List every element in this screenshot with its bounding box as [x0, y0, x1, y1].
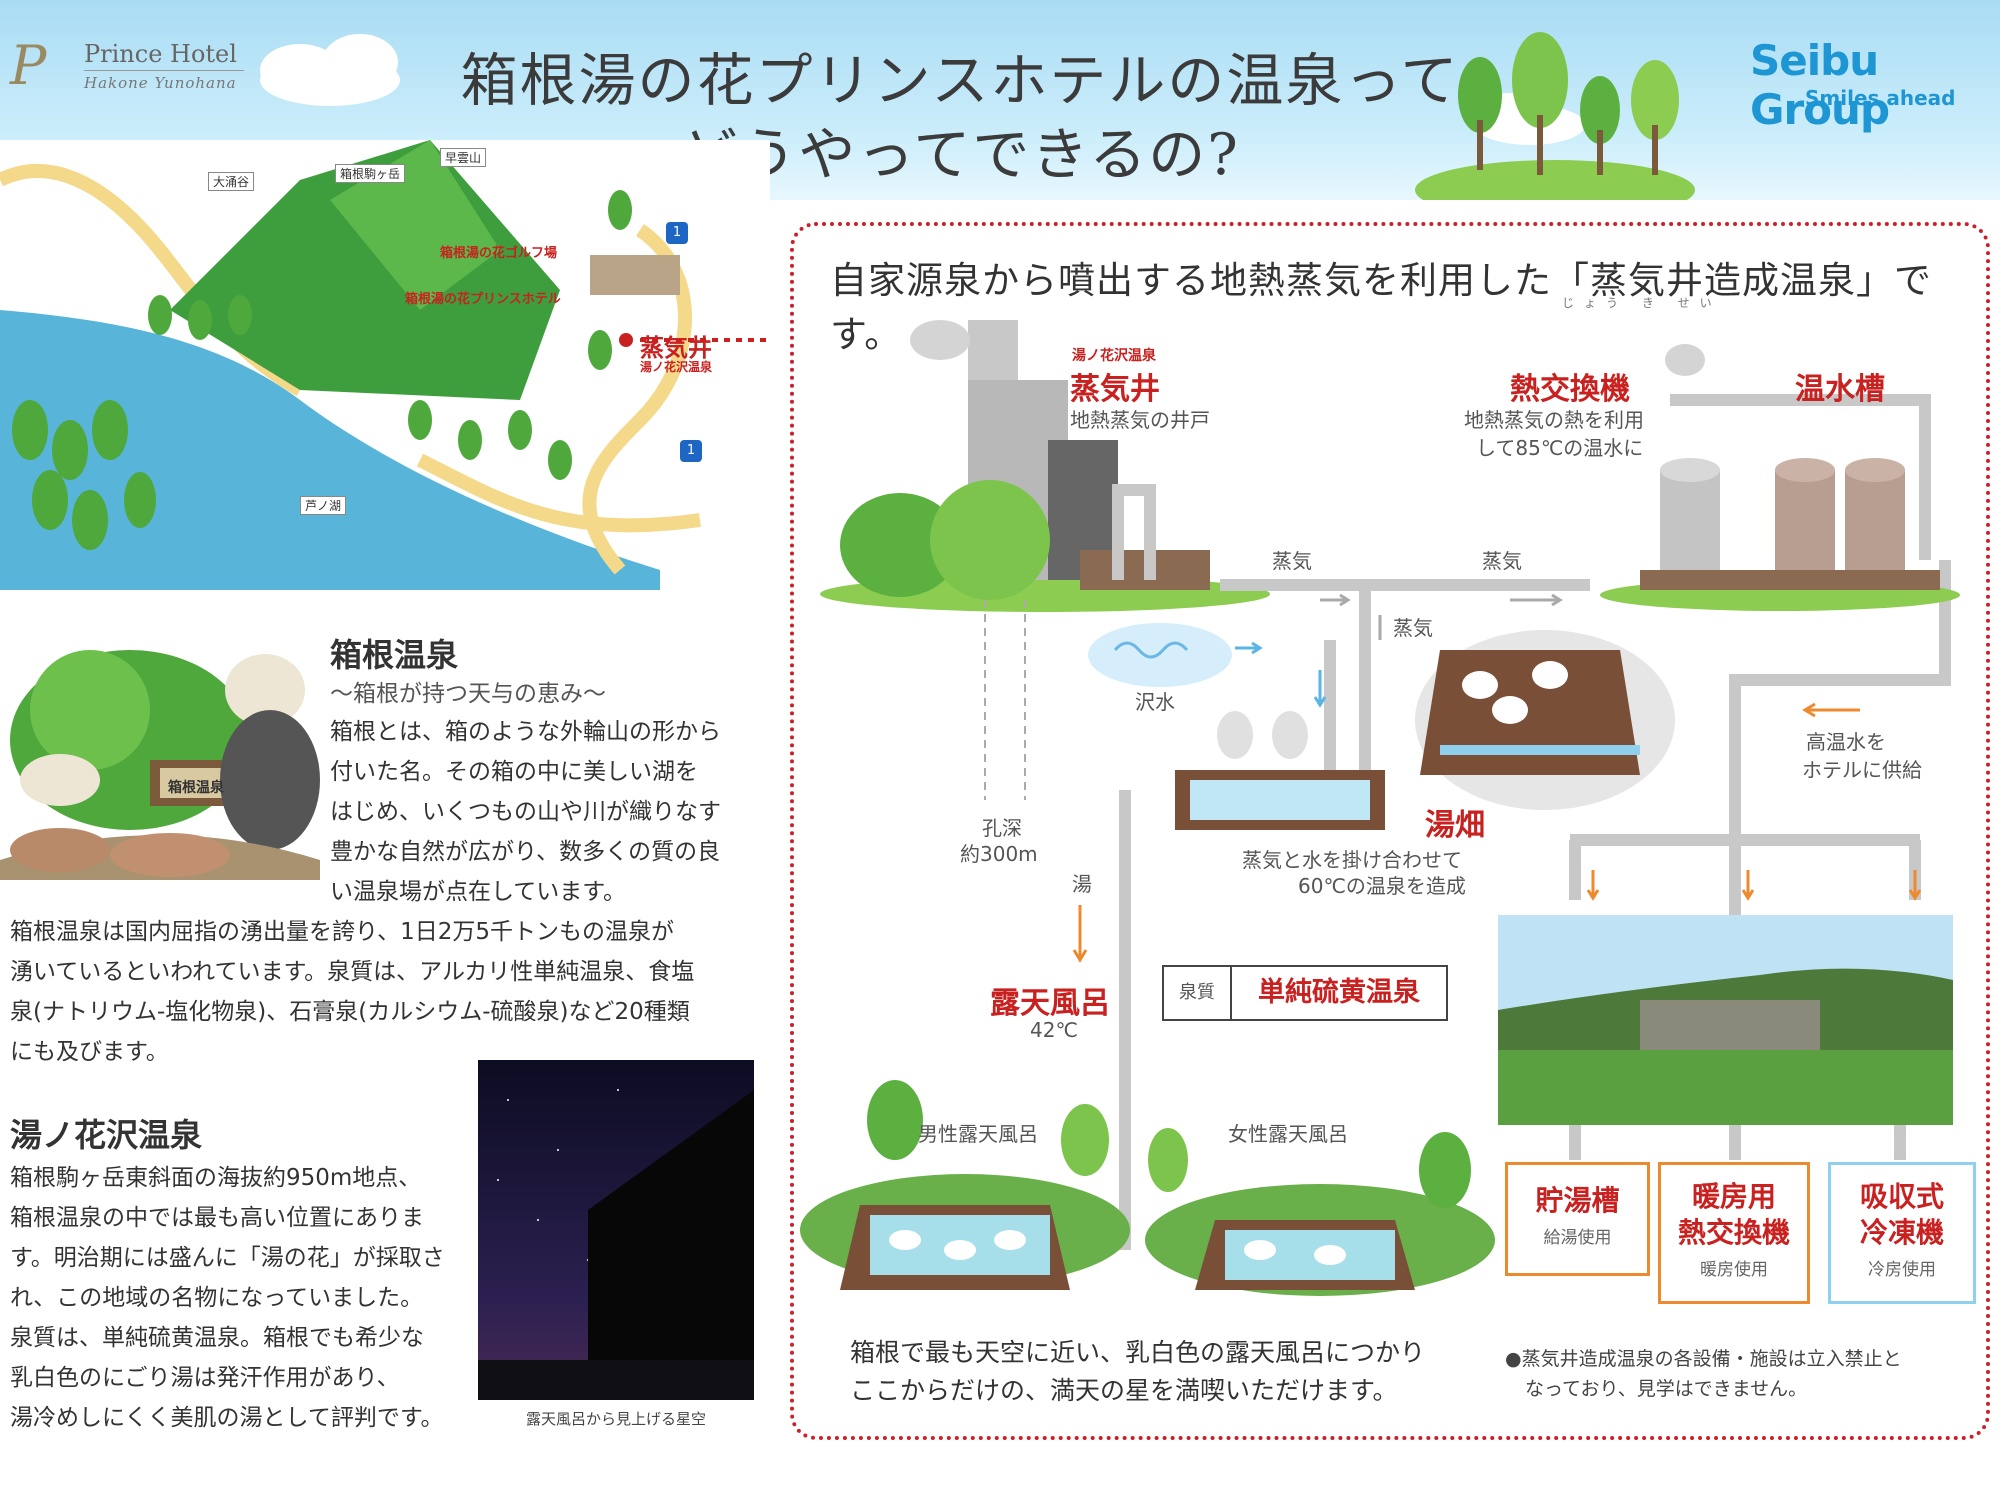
men-bath-label: 男性露天風呂 — [918, 1122, 1038, 1146]
seibu-tagline: Smiles ahead — [1805, 86, 1956, 110]
steam-label-c: 蒸気 — [1393, 616, 1433, 640]
yubatake-desc-2: 60℃の温泉を造成 — [1298, 874, 1466, 898]
access-note: ●蒸気井造成温泉の各設備・施設は立入禁止と なっており、見学はできません。 — [1505, 1348, 1902, 1400]
map-label-komagatake: 箱根駒ヶ岳 — [335, 164, 406, 183]
heat-exchanger-desc-1: 地熱蒸気の熱を利用 — [1464, 408, 1644, 432]
hakone-intro: 箱根とは、箱のような外輪山の形から 付いた名。その箱の中に美しい湖を はじめ、い… — [330, 719, 721, 905]
diagram-panel — [790, 222, 1990, 1440]
heat-exchanger-title: 熱交換機 — [1510, 372, 1630, 407]
map-trees — [12, 190, 632, 550]
spring-quality-label: 泉質 — [1164, 967, 1232, 1019]
usage-box-storage: 貯湯槽 給湯使用 — [1505, 1162, 1650, 1276]
seibu-group-logo: Seibu Group — [1750, 36, 1890, 134]
heat-exchanger-equipment — [1600, 344, 1960, 611]
hakone-subtitle: ～箱根が持つ天与の恵み～ — [330, 681, 606, 707]
map-label-steam-well: 蒸気井 — [640, 334, 712, 362]
route-1-icon: 1 — [666, 222, 688, 244]
usage-box-heating: 暖房用 熱交換機 暖房使用 — [1658, 1162, 1810, 1304]
women-bath-illustration — [1145, 1128, 1495, 1296]
diagram-ruby: じょう き せい — [1562, 296, 1722, 310]
logo-subtitle: Hakone Yunohana — [84, 74, 237, 92]
heat-exchanger-desc-2: して85℃の温水に — [1476, 436, 1644, 460]
spring-quality-box: 泉質 単純硫黄温泉 — [1162, 965, 1448, 1021]
steam-label-b: 蒸気 — [1482, 549, 1522, 573]
hotel-photo — [1498, 915, 1953, 1125]
logo-rule — [84, 70, 244, 71]
spring-quality-value: 単純硫黄温泉 — [1258, 977, 1420, 1008]
hakone-onsen-illustration — [0, 650, 320, 880]
map-label-lake: 芦ノ湖 — [300, 496, 347, 515]
depth-label-2: 約300m — [960, 842, 1038, 866]
header-trees — [1415, 32, 1695, 200]
steam-well-desc: 地熱蒸気の井戸 — [1070, 408, 1210, 432]
logo-name: Prince Hotel — [84, 40, 237, 68]
steam-well-small: 湯ノ花沢温泉 — [1072, 348, 1156, 364]
prince-logo-mark: P — [10, 34, 47, 97]
stream-water-label: 沢水 — [1135, 690, 1175, 714]
hot-water-label: 湯 — [1072, 872, 1092, 896]
mixing-tank — [1175, 711, 1385, 830]
rotenburo-temp: 42℃ — [1030, 1018, 1078, 1042]
yunohanazawa-body: 箱根駒ヶ岳東斜面の海抜約950m地点、 箱根温泉の中では最も高い位置にありま す… — [10, 1165, 445, 1431]
starry-sky-photo — [478, 1060, 754, 1400]
hakone-title: 箱根温泉 — [330, 636, 459, 674]
women-bath-label: 女性露天風呂 — [1228, 1122, 1348, 1146]
usage-box-cooling: 吸収式 冷凍機 冷房使用 — [1828, 1162, 1976, 1304]
hakone-body: 箱根温泉は国内屈指の湧出量を誇り、1日2万5千トンもの温泉が 湧いているといわれ… — [10, 919, 695, 1065]
men-bath-illustration — [800, 1080, 1130, 1290]
page-title: 箱根湯の花プリンスホテルの温泉って どうやってできるの? — [440, 44, 1480, 192]
yubatake-illustration — [1415, 630, 1675, 810]
map-label-golf: 箱根湯の花ゴルフ場 — [440, 246, 558, 261]
depth-label-1: 孔深 — [982, 816, 1022, 840]
yubatake-title: 湯畑 — [1425, 808, 1485, 843]
map-label-soun: 早雲山 — [440, 148, 487, 167]
hot-tank-title: 温水槽 — [1795, 372, 1885, 407]
rotenburo-title: 露天風呂 — [990, 986, 1110, 1021]
title-line-1: 箱根湯の花プリンスホテルの温泉って — [460, 48, 1460, 114]
bath-description: 箱根で最も天空に近い、乳白色の露天風呂につかり ここからだけの、満天の星を満喫い… — [850, 1338, 1426, 1405]
yubatake-desc-1: 蒸気と水を掛け合わせて — [1242, 848, 1462, 872]
hakone-sign: 箱根温泉 — [168, 780, 224, 796]
map-label-owakudani: 大涌谷 — [208, 172, 255, 191]
title-line-2: どうやってできるの? — [680, 122, 1240, 188]
map-label-steam-well-sub: 湯ノ花沢温泉 — [640, 360, 713, 374]
map-label-hotel: 箱根湯の花プリンスホテル — [405, 292, 561, 307]
steam-well-tower — [820, 320, 1270, 800]
hotel-building-icon — [590, 255, 680, 295]
photo-caption: 露天風呂から見上げる星空 — [525, 1410, 706, 1428]
steam-well-marker — [619, 333, 633, 347]
route-1-icon: 1 — [680, 440, 702, 462]
supply-label-2: ホテルに供給 — [1802, 758, 1922, 782]
yunohanazawa-title: 湯ノ花沢温泉 — [10, 1116, 203, 1154]
supply-label-1: 高温水を — [1806, 730, 1886, 754]
steam-label-a: 蒸気 — [1272, 549, 1312, 573]
steam-well-title: 蒸気井 — [1070, 372, 1160, 407]
flow-arrows — [1072, 593, 1922, 963]
diagram-heading: 自家源泉から噴出する地熱蒸気を利用した「蒸気井造成温泉」です。 — [830, 259, 1932, 356]
